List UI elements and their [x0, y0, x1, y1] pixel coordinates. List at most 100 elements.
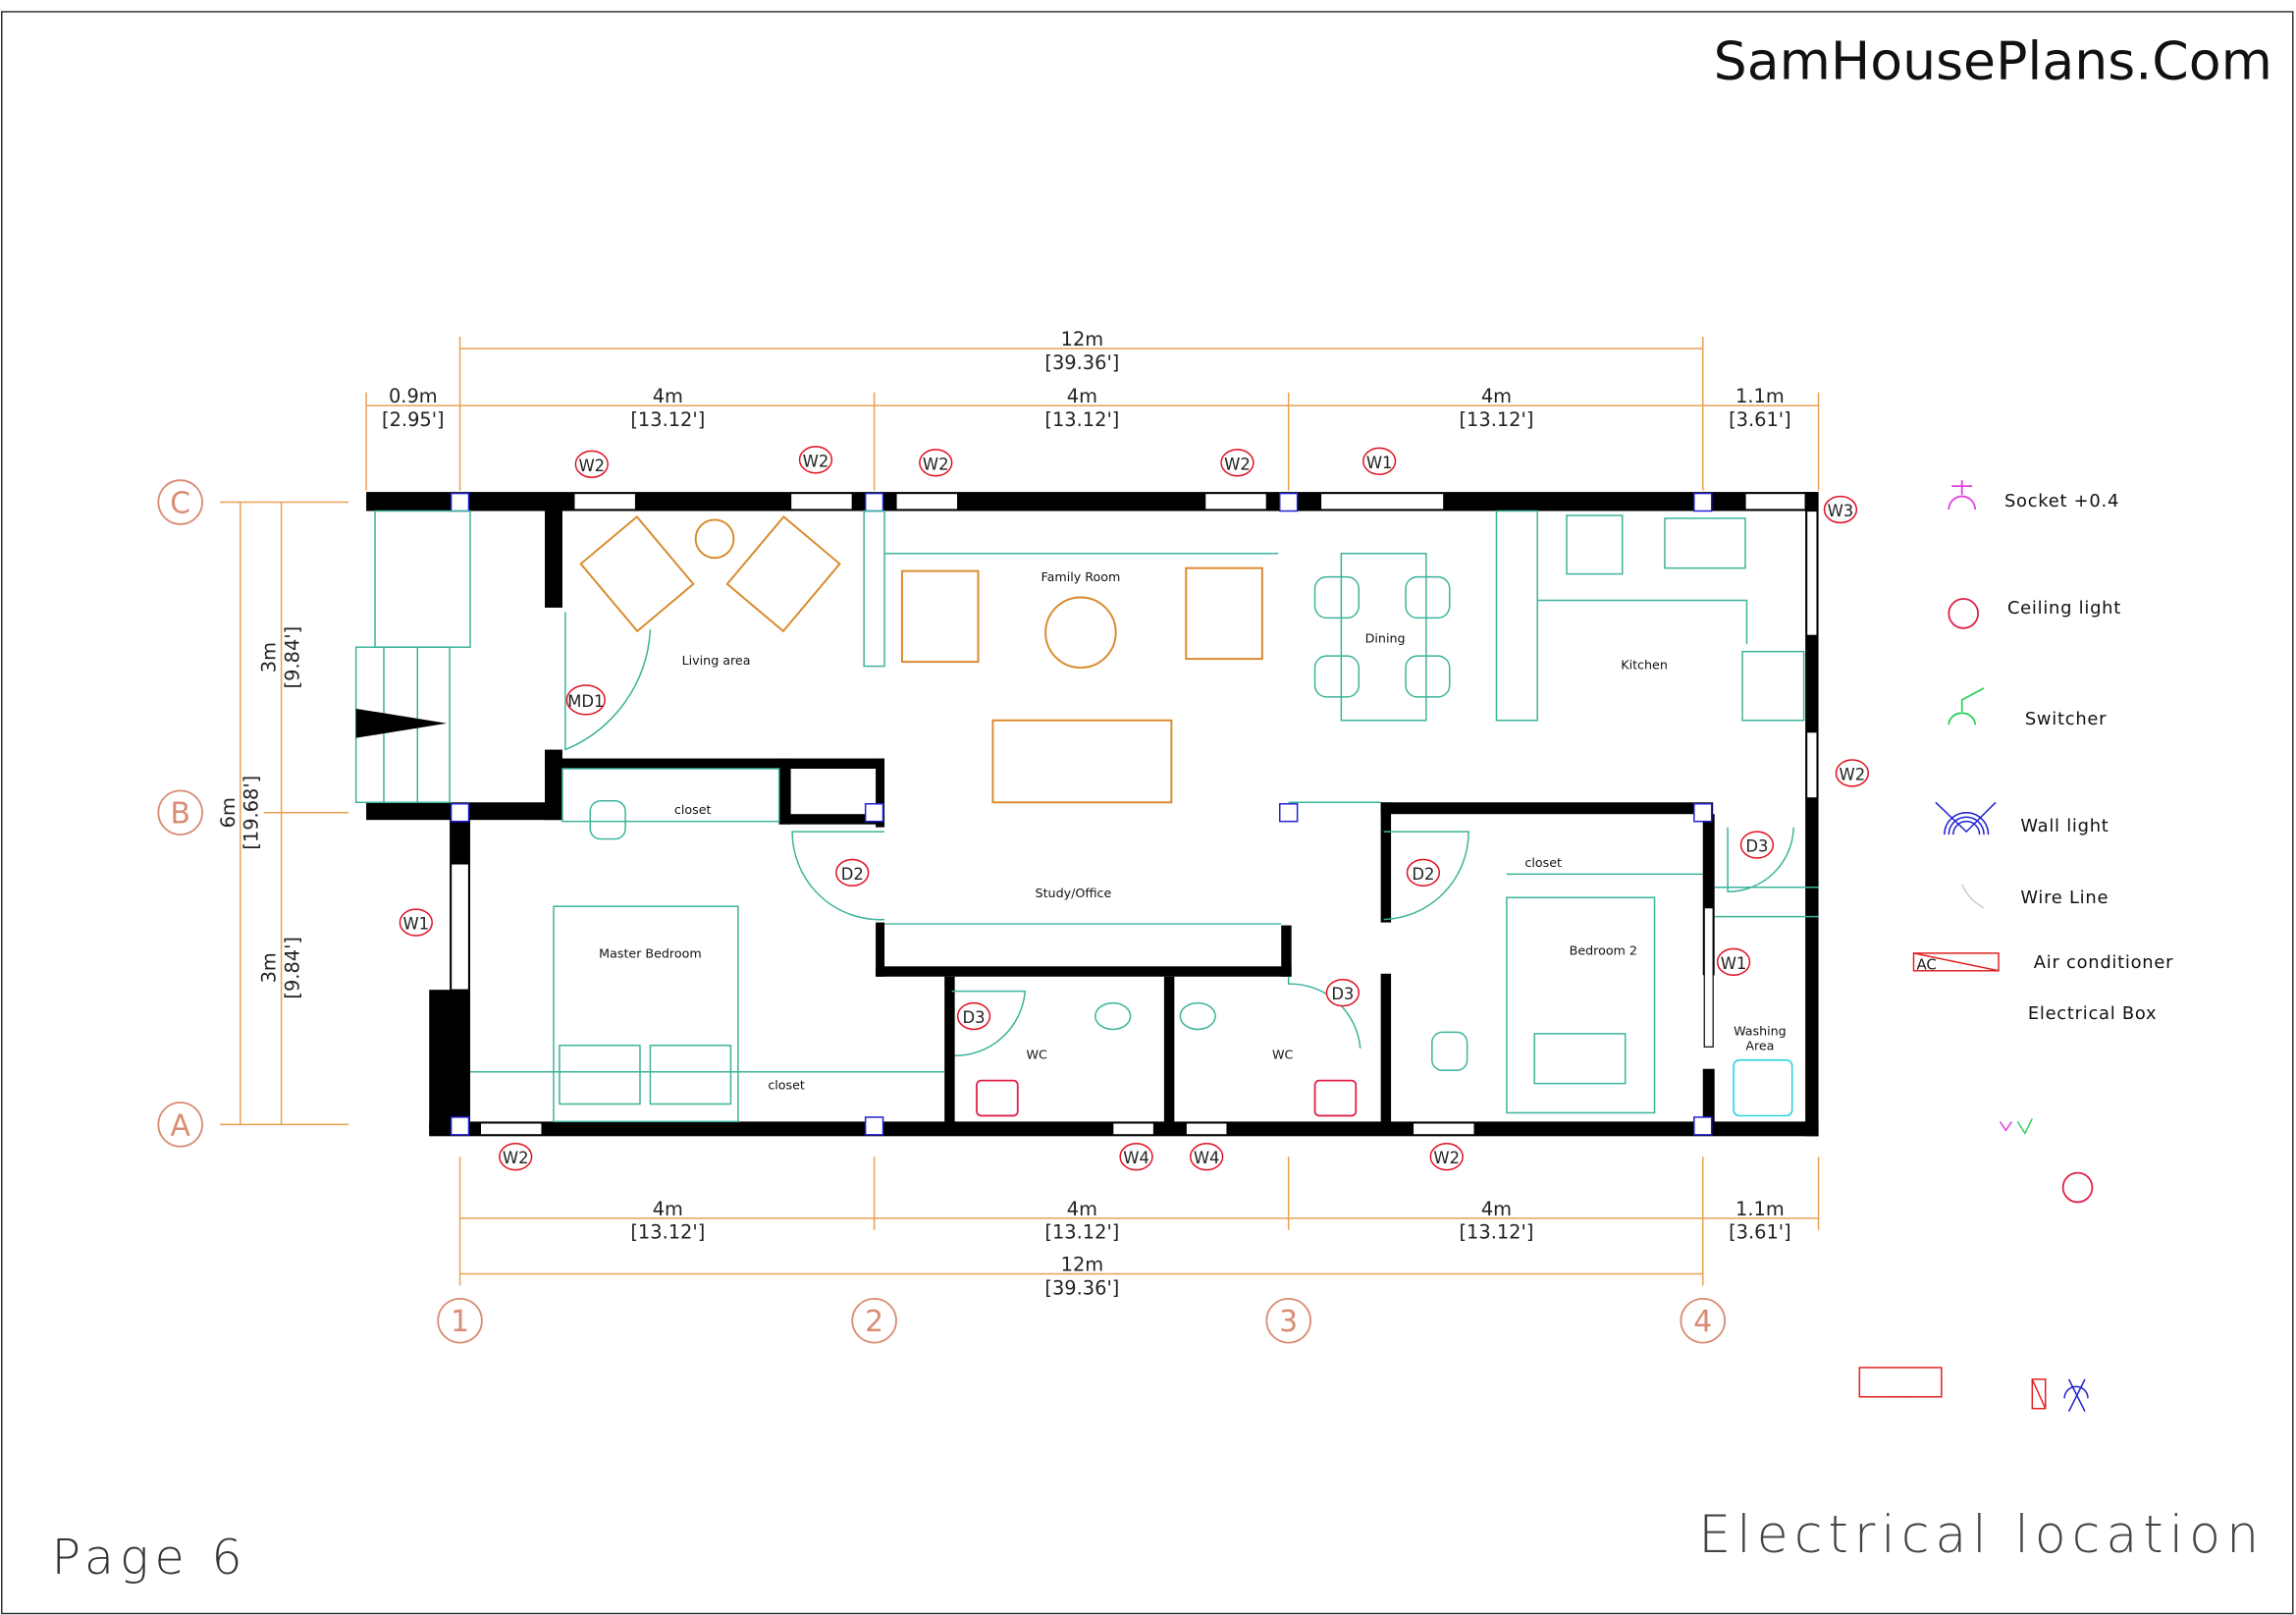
grid-col-3: 3	[1279, 1305, 1298, 1339]
opening-tags: W2 W2 W2 W2 W1 W3 W2 W1 MD1 D2 D2 D3 W1 …	[399, 446, 1870, 1171]
tag: W4	[1123, 1149, 1149, 1167]
room-living-area: Living area	[682, 653, 751, 668]
dim-top-3-ft: [13.12']	[1459, 408, 1533, 431]
switcher-icon	[1948, 687, 1985, 726]
dim-left-0-ft: [9.84']	[281, 626, 303, 689]
electrical-box-icon	[1858, 1367, 2089, 1413]
legend-wire-line-label: Wire Line	[2020, 888, 2109, 908]
dimensions-top: 12m [39.36'] 0.9m [2.95'] 4m [13.12'] 4m…	[365, 328, 1820, 491]
room-closet-2: closet	[768, 1078, 805, 1093]
dim-top-4-m: 1.1m	[1735, 385, 1785, 407]
dim-top-3-m: 4m	[1481, 385, 1512, 407]
sheet-title: Electrical location	[1698, 1506, 2265, 1565]
grid-col-2: 2	[865, 1305, 883, 1339]
page-number: Page 6	[51, 1529, 247, 1586]
tag: W2	[803, 452, 829, 470]
dim-top-0-ft: [2.95']	[382, 408, 445, 431]
wall-light-icon	[1935, 801, 1997, 835]
room-dining: Dining	[1365, 631, 1406, 646]
room-master-bedroom: Master Bedroom	[599, 945, 702, 960]
sheet-border	[0, 11, 2294, 1615]
dim-bottom-0-ft: [13.12']	[630, 1221, 705, 1244]
dim-top-total-m: 12m	[1061, 328, 1104, 350]
tag: W2	[923, 455, 949, 473]
tag: W2	[578, 457, 605, 475]
room-kitchen: Kitchen	[1621, 658, 1668, 673]
tag: W3	[1828, 502, 1854, 520]
room-closet-3: closet	[1524, 855, 1562, 870]
dim-bottom-2-m: 4m	[1481, 1198, 1512, 1220]
dim-top-1-ft: [13.12']	[630, 408, 705, 431]
ceiling-light-icon	[1948, 598, 1980, 629]
tag: MD1	[567, 692, 604, 711]
master-bedroom-furniture	[469, 768, 945, 1123]
dim-bottom-total-m: 12m	[1061, 1254, 1104, 1276]
tag: W1	[1721, 954, 1747, 973]
dimensions-bottom: 4m [13.12'] 4m [13.12'] 4m [13.12'] 1.1m…	[458, 1157, 1820, 1299]
tag: W2	[1224, 455, 1251, 473]
dim-bottom-1-m: 4m	[1067, 1198, 1097, 1220]
tag: D3	[1331, 985, 1354, 1003]
grid-row-a: A	[170, 1108, 190, 1143]
room-washing-area: Area	[1745, 1038, 1774, 1052]
legend: Socket +0.4 Ceiling light Switcher Wall …	[1858, 480, 2173, 1413]
kitchen-counters	[1495, 510, 1805, 722]
room-wc-1: WC	[1026, 1047, 1047, 1061]
tag: W1	[1366, 454, 1393, 472]
legend-wall-light-label: Wall light	[2020, 816, 2109, 836]
washing-machine	[1714, 887, 1819, 1117]
wire-line-icon	[1961, 884, 1985, 909]
dim-left-1-ft: [9.84']	[281, 937, 303, 999]
tag: W2	[1433, 1149, 1460, 1167]
dimensions-left: 3m [9.84'] 3m [9.84'] 6m [19.68']	[217, 501, 349, 1126]
dim-left-1-m: 3m	[258, 952, 281, 983]
dim-top-total-ft: [39.36']	[1044, 351, 1119, 374]
room-study-office: Study/Office	[1036, 886, 1112, 900]
legend-ceiling-light-label: Ceiling light	[2007, 598, 2121, 619]
furniture	[354, 510, 1819, 1123]
legend-electrical-box-label: Electrical Box	[2028, 1003, 2158, 1024]
room-bedroom-2: Bedroom 2	[1570, 942, 1637, 957]
doors	[564, 612, 1794, 1057]
room-closet-1: closet	[674, 802, 712, 817]
tag: D3	[962, 1008, 985, 1027]
legend-air-conditioner-label: Air conditioner	[2034, 952, 2173, 973]
dim-top-1-m: 4m	[653, 385, 683, 407]
dining-table	[1313, 552, 1451, 722]
room-washing: Washing	[1734, 1023, 1787, 1038]
ceiling-light-icon	[2061, 1171, 2094, 1204]
bedroom2-furniture	[1431, 873, 1703, 1114]
socket-switch-symbol	[1999, 1118, 2033, 1135]
study-desk	[884, 801, 1381, 925]
brand-title: SamHousePlans.Com	[1714, 30, 2272, 92]
socket-icon	[1948, 480, 1977, 511]
wc-fixtures	[976, 1001, 1358, 1117]
tag: W4	[1194, 1149, 1220, 1167]
dim-left-0-m: 3m	[258, 642, 281, 673]
room-family-room: Family Room	[1041, 569, 1120, 584]
dim-left-total-ft: [19.68']	[240, 776, 263, 850]
tag: W2	[503, 1149, 529, 1167]
family-room-seating	[863, 510, 1279, 804]
dim-bottom-0-m: 4m	[653, 1198, 683, 1220]
walls	[366, 492, 1819, 1137]
dim-left-total-m: 6m	[217, 797, 240, 828]
dim-top-2-ft: [13.12']	[1044, 408, 1119, 431]
dim-bottom-total-ft: [39.36']	[1044, 1276, 1119, 1299]
grid-col-1: 1	[451, 1305, 469, 1339]
room-wc-2: WC	[1272, 1047, 1294, 1061]
dim-bottom-2-ft: [13.12']	[1459, 1221, 1533, 1244]
dim-bottom-3-ft: [3.61']	[1729, 1221, 1791, 1244]
tag: D3	[1745, 837, 1768, 856]
living-armchairs	[579, 515, 841, 633]
dim-bottom-3-m: 1.1m	[1735, 1198, 1785, 1220]
dim-top-2-m: 4m	[1067, 385, 1097, 407]
legend-switcher-label: Switcher	[2025, 709, 2107, 729]
room-labels: Living area Family Room Dining Kitchen c…	[599, 569, 1787, 1093]
grid-bubbles: C B A 1 2 3 4	[157, 479, 1727, 1344]
dim-top-4-ft: [3.61']	[1729, 408, 1791, 431]
ac-symbol-text: AC	[1916, 955, 1936, 973]
tag: W1	[402, 915, 429, 934]
tag: W2	[1840, 765, 1866, 783]
